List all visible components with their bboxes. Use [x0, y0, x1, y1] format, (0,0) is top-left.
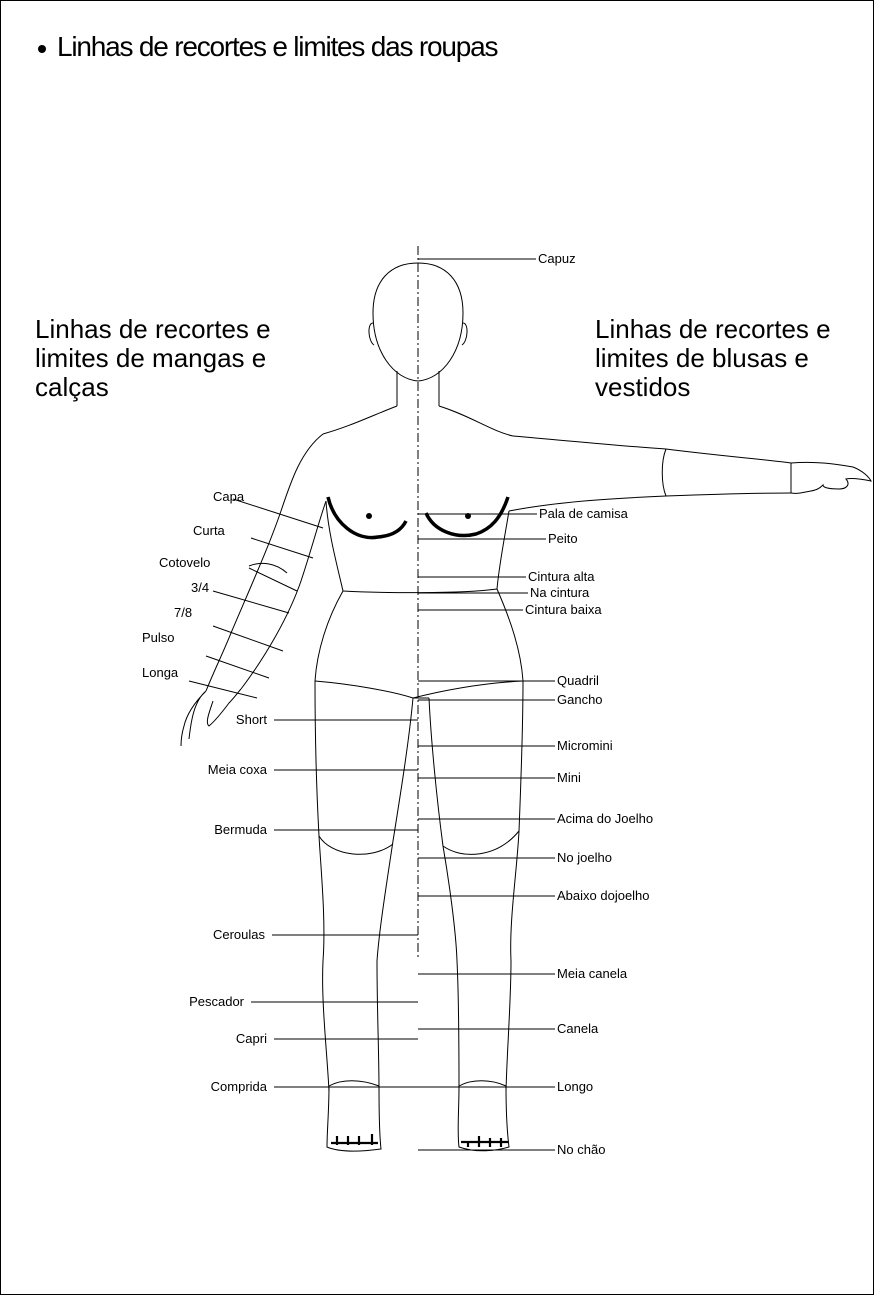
label-ceroulas: Ceroulas [213, 927, 266, 942]
right-shoulder [438, 405, 514, 437]
leader-line-3-4 [212, 590, 290, 614]
left-nipple [366, 513, 372, 519]
label-mini: Mini [557, 770, 581, 785]
label-capuz: Capuz [538, 251, 576, 266]
label-pescador: Pescador [189, 994, 245, 1009]
left-leg-inner [376, 697, 414, 1092]
left-shoulder [322, 405, 398, 435]
left-heading: Linhas de recortes e limites de mangas e… [35, 314, 271, 402]
left-elbow [248, 562, 288, 574]
label-cintura-alta: Cintura alta [528, 569, 595, 584]
label-comprida: Comprida [211, 1079, 268, 1094]
right-hand [790, 461, 872, 494]
left-ear [368, 322, 375, 346]
right-foot [457, 1080, 510, 1152]
leader-line-capa [232, 498, 324, 529]
label-meia-coxa: Meia coxa [208, 762, 268, 777]
left-foot [326, 1080, 382, 1152]
label-3-4: 3/4 [191, 580, 209, 595]
label-longo: Longo [557, 1079, 593, 1094]
leader-line-7-8 [212, 625, 284, 652]
left-toes [331, 1134, 378, 1145]
bullet-icon [38, 45, 46, 53]
leader-line-pulso [205, 655, 270, 679]
right-ear [461, 322, 468, 346]
right-arm-top [512, 435, 792, 464]
slide-title: Linhas de recortes e limites das roupas [57, 31, 499, 62]
label-longa: Longa [142, 665, 179, 680]
label-capri: Capri [236, 1031, 267, 1046]
label-canela: Canela [557, 1021, 599, 1036]
torso-left-side [325, 500, 344, 592]
leader-line-cotovelo [248, 567, 298, 592]
label-na-cintura: Na cintura [530, 585, 590, 600]
left-leg-outer [314, 680, 330, 1092]
label-micromini: Micromini [557, 738, 613, 753]
leader-line-longa [188, 680, 258, 699]
torso-right-side [496, 510, 510, 590]
label-acima-do-joelho: Acima do Joelho [557, 811, 653, 826]
left-arm-inner [240, 500, 327, 690]
label-abaixo-dojoelho: Abaixo dojoelho [557, 888, 650, 903]
left-hip [314, 590, 344, 682]
waistline [342, 588, 498, 594]
right-breast [424, 496, 510, 538]
label-cotovelo: Cotovelo [159, 555, 210, 570]
right-heading: Linhas de recortes e limites de blusas e… [595, 314, 831, 402]
label-no-joelho: No joelho [557, 850, 612, 865]
label-pala-de-camisa: Pala de camisa [539, 506, 629, 521]
right-leg-outer [505, 680, 524, 1092]
label-pulso: Pulso [142, 630, 175, 645]
label-short: Short [236, 712, 267, 727]
label-7-8: 7/8 [174, 605, 192, 620]
label-curta: Curta [193, 523, 226, 538]
label-cintura-baixa: Cintura baixa [525, 602, 602, 617]
neck [396, 371, 440, 406]
right-knee [442, 830, 520, 855]
right-elbow [661, 448, 667, 497]
right-hip [496, 588, 524, 682]
right-leg-inner [428, 697, 460, 1092]
leader-line-curta [250, 537, 314, 559]
label-quadril: Quadril [557, 673, 599, 688]
left-hand [180, 688, 242, 747]
left-knee [318, 835, 394, 855]
label-bermuda: Bermuda [214, 822, 268, 837]
left-breast [326, 496, 408, 540]
label-no-chao: No chão [557, 1142, 605, 1157]
label-peito: Peito [548, 531, 578, 546]
label-gancho: Gancho [557, 692, 603, 707]
right-toes [461, 1136, 508, 1147]
left-arm-outer [205, 433, 324, 692]
label-meia-canela: Meia canela [557, 966, 628, 981]
head [372, 262, 464, 382]
hip-line [314, 680, 524, 699]
